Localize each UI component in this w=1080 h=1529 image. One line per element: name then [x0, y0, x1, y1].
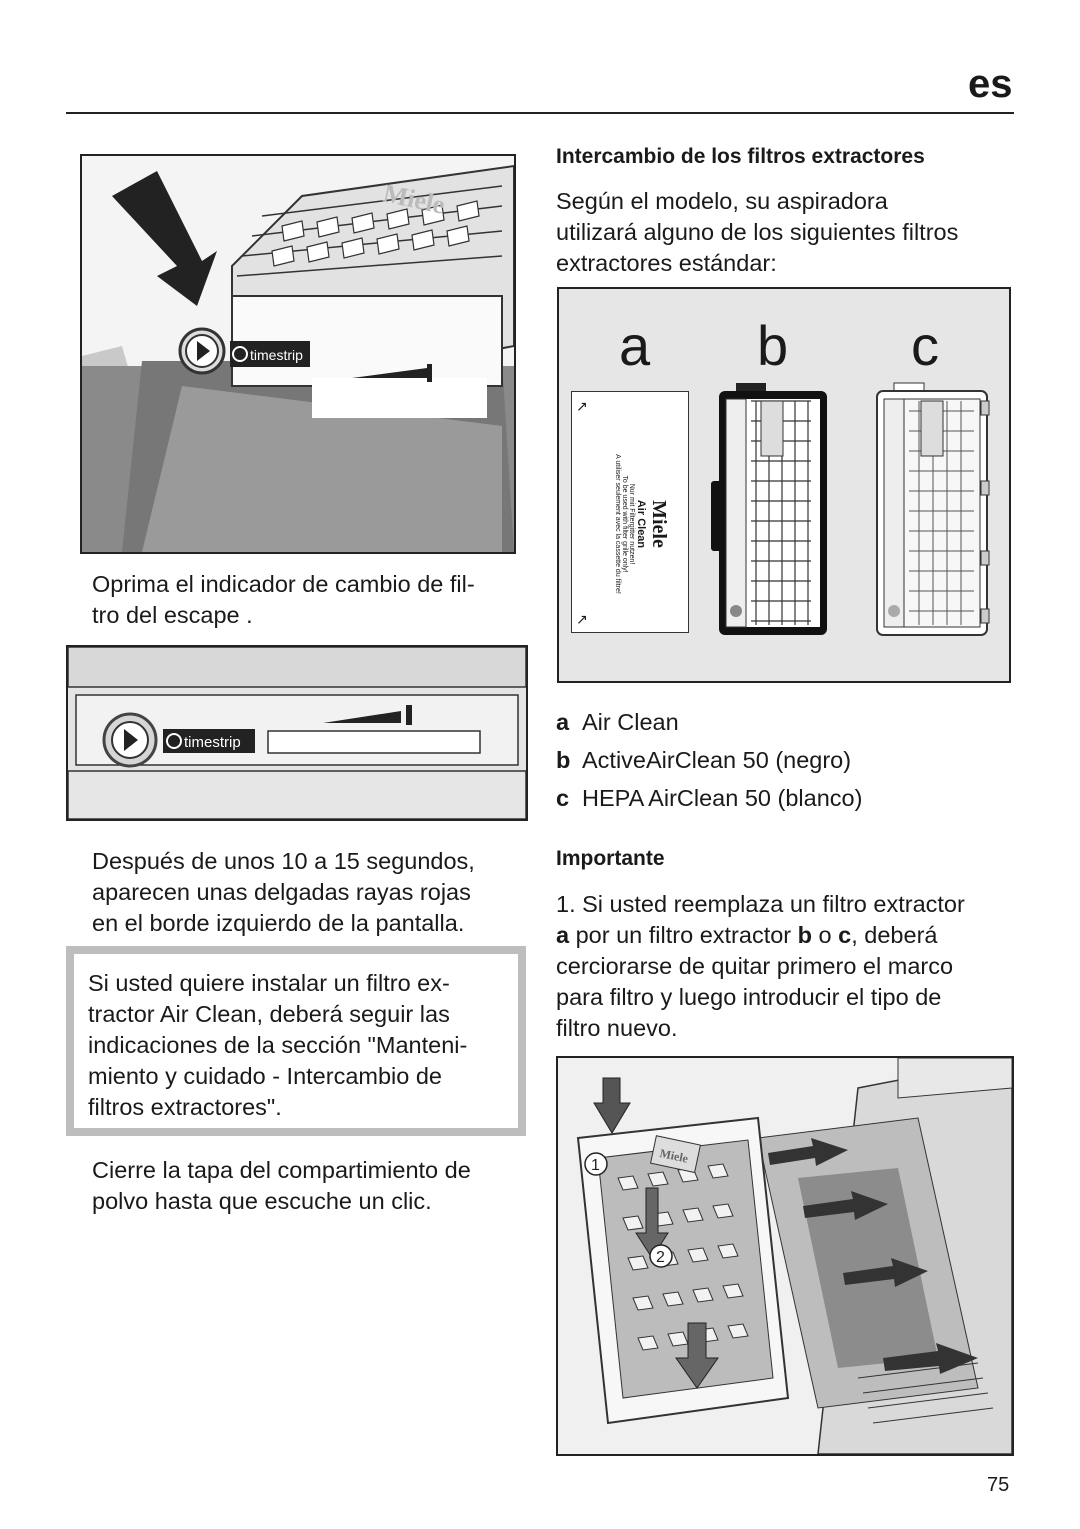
legend-item-b: b ActiveAirClean 50 (negro)	[556, 741, 862, 779]
important-text: 1. Si usted reemplaza un filtro extracto…	[556, 889, 1026, 1044]
legend-text: ActiveAirClean 50 (negro)	[582, 747, 852, 773]
important-mid: por un filtro extractor	[569, 922, 798, 948]
card-text-block: Miele Air Clean Nur mit Filtergitter nut…	[614, 414, 670, 634]
important-or: o	[812, 922, 839, 948]
note-line: filtros extractores".	[88, 1094, 282, 1120]
hepa-air-clean-filter	[876, 382, 990, 636]
intro-text: Según el modelo, su aspiradora utilizará…	[556, 186, 1016, 279]
ref-c: c	[838, 922, 852, 948]
legend-text: Air Clean	[582, 709, 679, 735]
filter-replacement-illustration: Miele 1 2	[558, 1058, 1012, 1454]
card-small-2: To be used with filter grille only!	[621, 475, 628, 573]
legend-key: c	[556, 785, 570, 811]
important-line: filtro nuevo.	[556, 1015, 678, 1041]
step-3-line: polvo hasta que escuche un clic.	[92, 1188, 432, 1214]
timestrip-label: timestrip	[250, 347, 303, 363]
air-clean-card: ↗ ↗ Miele Air Clean Nur mit Filtergitter…	[571, 391, 689, 633]
page-number: 75	[987, 1474, 1010, 1496]
card-brand: Miele	[648, 500, 670, 548]
filter-replacement-figure: Miele 1 2	[556, 1056, 1014, 1456]
filter-letter-a: a	[619, 314, 651, 377]
filter-types-figure: a b c ↗ ↗ Miele Air Clean Nur mit Filter…	[557, 287, 1011, 683]
filter-timestrip-figure: Miele timestrip	[80, 154, 516, 554]
ref-a: a	[556, 922, 570, 948]
important-line-2: a por un filtro extractor b o c, deberá	[556, 920, 1026, 951]
step-3-line: Cierre la tapa del compartimiento de	[92, 1157, 471, 1183]
ref-b: b	[797, 922, 813, 948]
callout-1: 1	[591, 1157, 600, 1174]
card-corner-icon: ↗	[576, 611, 588, 627]
timestrip-closeup-label: timestrip	[184, 734, 241, 751]
step-1-line: Oprima el indicador de cambio de fil-	[92, 571, 475, 597]
intro-line: Según el modelo, su aspiradora	[556, 188, 888, 214]
timestrip-closeup-figure: timestrip	[66, 645, 528, 821]
header-rule	[66, 112, 1014, 114]
important-line: 1. Si usted reemplaza un filtro extracto…	[556, 891, 965, 917]
step-1-line: tro del escape .	[92, 602, 253, 628]
step-2-line: en el borde izquierdo de la pantalla.	[92, 910, 465, 936]
step-1-text: Oprima el indicador de cambio de fil- tr…	[92, 569, 522, 631]
card-small-3: A utiliser seulement avec la cassette du…	[614, 454, 621, 594]
step-3-text: Cierre la tapa del compartimiento de pol…	[92, 1155, 532, 1217]
note-line: miento y cuidado - Intercambio de	[88, 1063, 442, 1089]
legend-item-c: c HEPA AirClean 50 (blanco)	[556, 779, 862, 817]
note-line: tractor Air Clean, deberá seguir las	[88, 1001, 450, 1027]
language-code: es	[968, 62, 1013, 106]
important-line: cerciorarse de quitar primero el marco	[556, 953, 954, 979]
step-2-line: aparecen unas delgadas rayas rojas	[92, 879, 471, 905]
important-heading: Importante	[556, 847, 665, 870]
legend-key: b	[556, 747, 571, 773]
filter-letter-b: b	[757, 314, 789, 377]
card-small-1: Nur mit Filtergitter nutzen!	[628, 483, 635, 565]
section-heading: Intercambio de los filtros extractores	[556, 145, 925, 168]
card-corner-icon: ↗	[576, 398, 588, 414]
important-line: para filtro y luego introducir el tipo d…	[556, 984, 942, 1010]
intro-line: extractores estándar:	[556, 250, 777, 276]
frame-brand-logo: Miele	[658, 1146, 690, 1166]
note-box: Si usted quiere instalar un filtro ex- t…	[66, 946, 526, 1136]
filter-letter-c: c	[911, 314, 939, 377]
timestrip-closeup-illustration: timestrip	[68, 647, 526, 819]
step-2-text: Después de unos 10 a 15 segundos, aparec…	[92, 846, 532, 939]
card-name-2: Clean	[635, 518, 647, 549]
active-air-clean-filter	[711, 383, 827, 635]
legend-key: a	[556, 709, 570, 735]
legend-text: HEPA AirClean 50 (blanco)	[582, 785, 863, 811]
important-end: , deberá	[851, 922, 938, 948]
intro-line: utilizará alguno de los siguientes filtr…	[556, 219, 959, 245]
filter-timestrip-illustration: Miele timestrip	[82, 156, 514, 552]
step-2-line: Después de unos 10 a 15 segundos,	[92, 848, 475, 874]
callout-2: 2	[656, 1249, 665, 1266]
card-name-1: Air	[635, 499, 647, 516]
note-line: Si usted quiere instalar un filtro ex-	[88, 970, 450, 996]
note-line: indicaciones de la sección "Manteni-	[88, 1032, 468, 1058]
legend-item-a: a Air Clean	[556, 703, 862, 741]
